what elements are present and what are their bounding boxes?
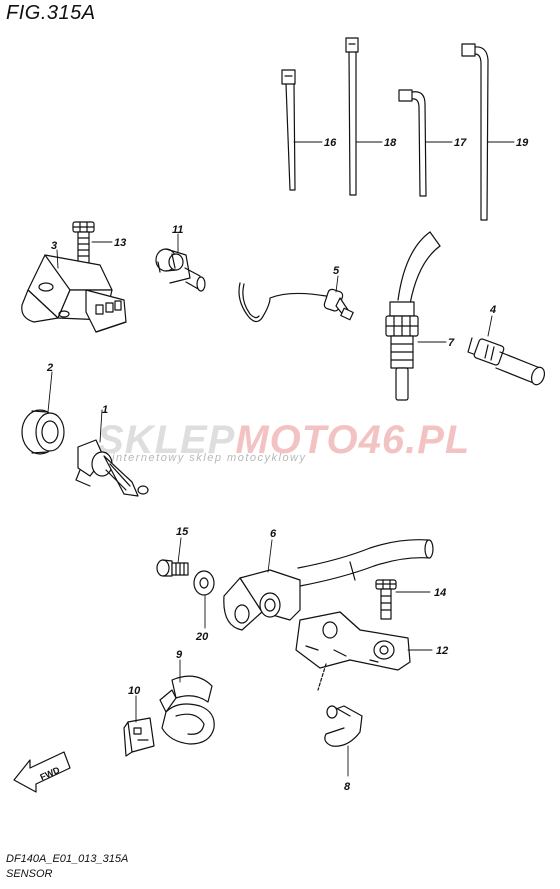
figure-code: DF140A_E01_013_315A — [6, 853, 129, 865]
part-16-cable-tie — [281, 69, 296, 191]
callout-17: 17 — [454, 137, 467, 149]
callout-20: 20 — [195, 631, 209, 643]
callout-6: 6 — [270, 528, 277, 540]
part-5-sensor-with-lead — [238, 282, 354, 323]
part-20-washer — [193, 570, 215, 596]
callout-5: 5 — [333, 265, 340, 277]
watermark-tagline: internetowy sklep motocyklowy — [112, 452, 307, 464]
callout-2: 2 — [46, 362, 53, 374]
callout-4: 4 — [489, 304, 496, 316]
callout-9: 9 — [176, 649, 183, 661]
callout-10: 10 — [128, 685, 141, 697]
callout-15: 15 — [176, 526, 189, 538]
part-10-clip — [123, 717, 155, 757]
callout-18: 18 — [384, 137, 397, 149]
part-17-cable-tie — [398, 89, 427, 197]
part-1-crank-sensor — [75, 439, 149, 497]
figure-title: FIG.315A — [6, 2, 96, 24]
callout-19: 19 — [516, 137, 529, 149]
figure-name: SENSOR — [6, 868, 53, 880]
part-13-bolt — [72, 221, 95, 265]
part-8-clip — [324, 705, 363, 747]
callout-11: 11 — [172, 224, 183, 236]
part-3-map-sensor — [21, 254, 127, 333]
part-2-grommet — [21, 409, 65, 455]
leader-lines — [47, 141, 515, 777]
callout-14: 14 — [434, 587, 446, 599]
part-6-sensor-assembly — [223, 539, 434, 631]
part-11-knock-sensor — [155, 248, 206, 292]
callout-7: 7 — [448, 337, 455, 349]
part-14-bolt — [375, 579, 397, 620]
part-4-temperature-sensor — [467, 337, 546, 386]
callout-13: 13 — [114, 237, 126, 249]
callout-8: 8 — [344, 781, 351, 793]
callout-12: 12 — [436, 645, 448, 657]
part-12-bracket — [295, 611, 411, 671]
callout-1: 1 — [102, 404, 108, 416]
callout-labels: 1 2 3 4 5 6 7 8 9 10 11 12 13 14 15 16 1… — [46, 137, 529, 793]
watermark-brand: SKLEPMOTO46.PL — [97, 418, 471, 462]
part-18-cable-tie — [345, 37, 359, 196]
part-9-clamp — [159, 675, 215, 745]
part-19-cable-tie — [461, 43, 489, 221]
callout-16: 16 — [324, 137, 337, 149]
part-15-bolt — [156, 559, 189, 577]
callout-3: 3 — [51, 240, 57, 252]
fwd-arrow-icon: FWD — [13, 751, 71, 793]
part-7-oxygen-sensor — [385, 231, 441, 401]
